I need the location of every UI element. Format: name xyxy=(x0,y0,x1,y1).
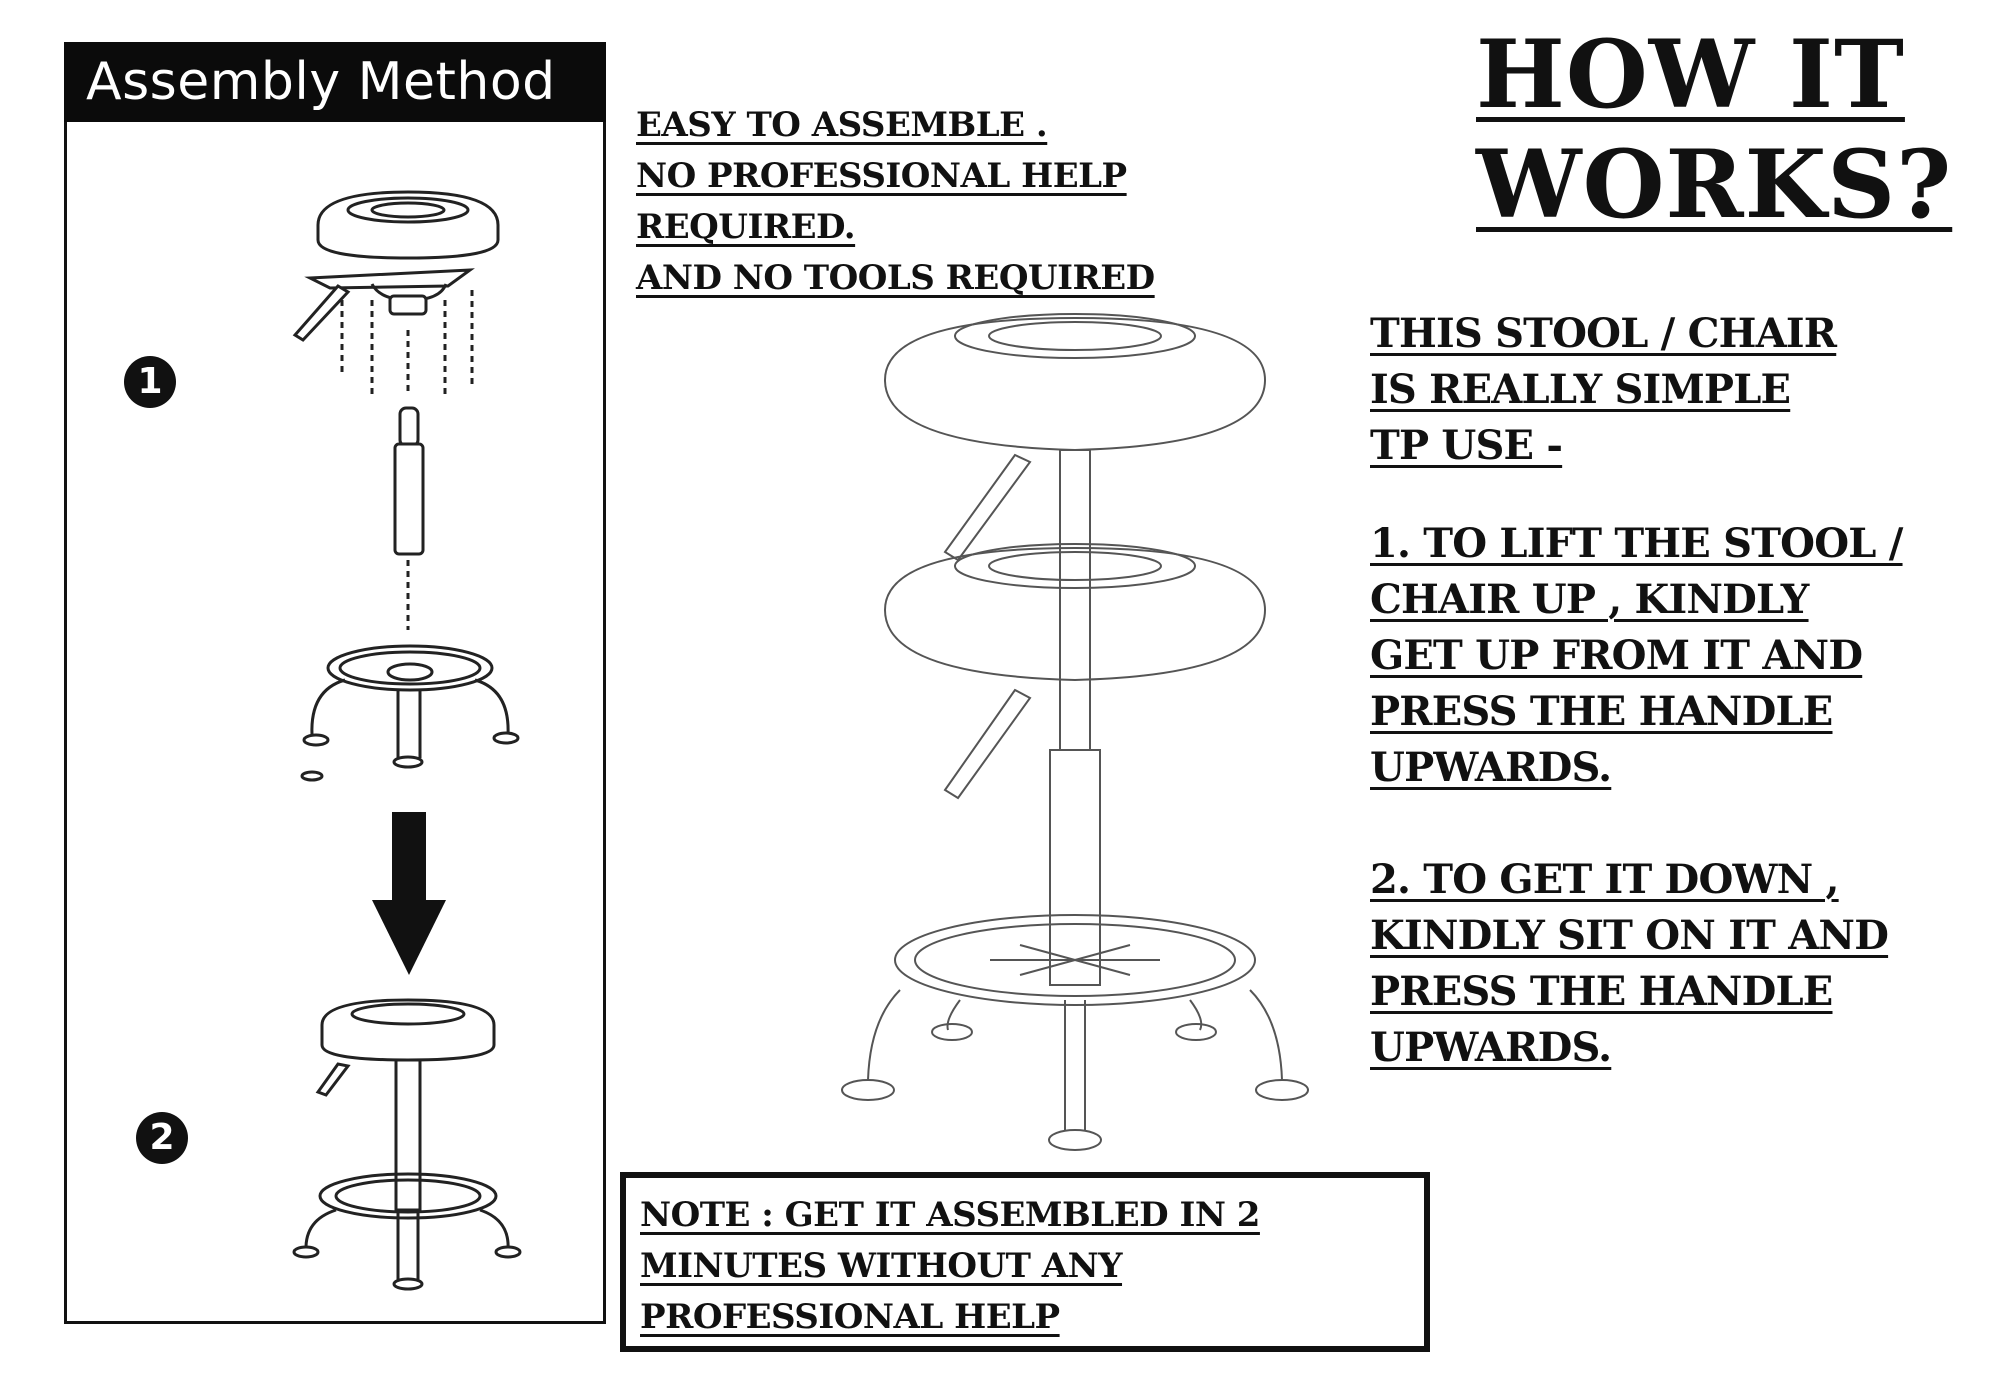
note-line: PROFESSIONAL HELP xyxy=(640,1297,1060,1337)
desc-line: TP USE - xyxy=(1370,422,1563,469)
step-2-badge: 2 xyxy=(136,1112,188,1164)
intro-line: EASY TO ASSEMBLE . xyxy=(636,105,1048,145)
step2-line: PRESS THE HANDLE xyxy=(1370,968,1833,1015)
step-1-badge: 1 xyxy=(124,356,176,408)
step-1-instructions: 1. TO LIFT THE STOOL / CHAIR UP , KINDLY… xyxy=(1370,516,1903,796)
desc-line: THIS STOOL / CHAIR xyxy=(1370,310,1837,357)
intro-line: REQUIRED. xyxy=(636,207,856,247)
intro-line: AND NO TOOLS REQUIRED xyxy=(636,258,1155,298)
title-line: HOW IT xyxy=(1476,20,1905,130)
step2-line: KINDLY SIT ON IT AND xyxy=(1370,912,1889,959)
note-box xyxy=(620,1172,1430,1352)
note-line: NOTE : GET IT ASSEMBLED IN 2 xyxy=(640,1195,1260,1235)
step2-line: 2. TO GET IT DOWN , xyxy=(1370,856,1839,903)
step1-line: PRESS THE HANDLE xyxy=(1370,688,1833,735)
note-text: NOTE : GET IT ASSEMBLED IN 2 MINUTES WIT… xyxy=(640,1190,1260,1343)
assembly-header: Assembly Method xyxy=(64,42,606,122)
intro-text: EASY TO ASSEMBLE . NO PROFESSIONAL HELP … xyxy=(636,100,1155,304)
desc-line: IS REALLY SIMPLE xyxy=(1370,366,1791,413)
description-text: THIS STOOL / CHAIR IS REALLY SIMPLE TP U… xyxy=(1370,306,1837,474)
step1-line: 1. TO LIFT THE STOOL / xyxy=(1370,520,1903,567)
step1-line: CHAIR UP , KINDLY xyxy=(1370,576,1809,623)
step2-line: UPWARDS. xyxy=(1370,1024,1612,1071)
step-2-instructions: 2. TO GET IT DOWN , KINDLY SIT ON IT AND… xyxy=(1370,852,1889,1076)
step1-line: UPWARDS. xyxy=(1370,744,1612,791)
step1-line: GET UP FROM IT AND xyxy=(1370,632,1863,679)
note-line: MINUTES WITHOUT ANY xyxy=(640,1246,1123,1286)
page-title: HOW IT WORKS? xyxy=(1476,20,1952,240)
intro-line: NO PROFESSIONAL HELP xyxy=(636,156,1127,196)
title-line: WORKS? xyxy=(1476,130,1953,240)
